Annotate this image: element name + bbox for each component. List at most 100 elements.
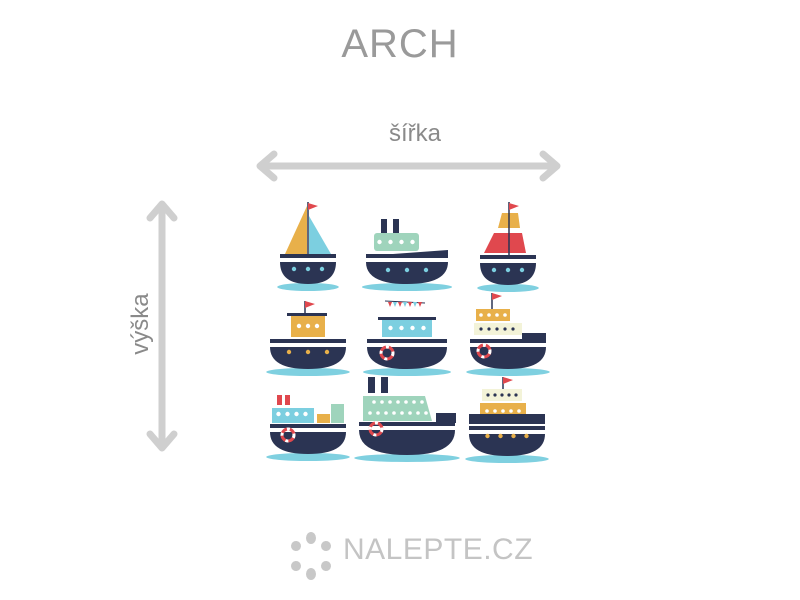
flag-icon [492,293,502,300]
funnel [381,377,388,393]
deck-rail [367,339,447,343]
porthole [507,393,511,397]
cabin [272,408,314,423]
hull [280,262,336,284]
cabin [374,233,419,251]
sail [309,216,331,254]
bunting-flag [393,302,397,307]
deck-rail [270,339,346,343]
porthole [421,325,426,331]
sailboat-yellow [277,202,339,291]
funnel [393,219,399,233]
porthole [505,267,511,273]
porthole [524,433,529,439]
porthole [503,313,507,317]
porthole [377,239,382,245]
porthole [495,327,499,331]
porthole [491,267,497,273]
deck-rail [359,422,455,426]
porthole [500,393,504,397]
porthole [305,349,311,355]
porthole [486,393,490,397]
lifebuoy-stripe [368,421,384,437]
porthole [388,400,392,404]
porthole [479,313,483,317]
flag-icon [509,203,519,210]
deck-rail [470,339,546,343]
porthole [319,266,325,272]
water [361,283,453,291]
height-arrow [146,200,178,452]
cargo [331,404,344,423]
porthole [296,323,302,329]
porthole [485,409,489,413]
cabin [382,320,432,337]
bunting-flag [388,302,392,307]
porthole [517,409,521,413]
porthole [493,393,497,397]
porthole [303,411,308,417]
funnel [277,395,282,405]
porthole [372,400,376,404]
porthole [416,411,420,415]
porthole [400,411,404,415]
water [465,455,549,463]
water [363,368,451,376]
deck-rail [469,426,545,430]
bunting-flag [413,302,417,307]
bunting-flag [408,302,412,307]
porthole [396,400,400,404]
stern [522,333,546,341]
brand-logo-icon [291,532,331,580]
porthole [368,411,372,415]
page-title: ARCH [341,22,459,66]
hull [367,347,447,369]
cargo-boat [266,395,350,461]
water [266,368,350,376]
porthole [410,239,415,245]
porthole [404,400,408,404]
porthole [514,393,518,397]
cruise-ship [354,377,460,462]
roof [378,317,436,320]
hull [480,263,536,285]
porthole [495,313,499,317]
porthole [399,325,404,331]
porthole [305,323,311,329]
porthole [511,327,515,331]
porthole [485,433,490,439]
deck-rail [366,254,448,258]
porthole [276,411,281,417]
sail [285,206,307,254]
cargo [317,414,330,423]
porthole [412,400,416,404]
width-arrow [256,150,561,182]
porthole [487,313,491,317]
porthole [420,400,424,404]
porthole [498,433,503,439]
flag-icon [503,377,513,384]
porthole [501,409,505,413]
porthole [487,327,491,331]
porthole [388,325,393,331]
porthole [503,327,507,331]
porthole [493,409,497,413]
steamship-mint [361,219,453,291]
sail [484,233,526,253]
porthole [294,411,299,417]
roof [287,313,327,316]
porthole [314,323,320,329]
porthole [305,266,311,272]
lifebuoy-stripe [379,345,395,361]
funnel [368,377,375,393]
deck-rail [480,255,536,259]
porthole [376,411,380,415]
bunting-flag [418,302,422,307]
flag-icon [308,203,318,210]
water [466,368,550,376]
porthole [423,267,429,273]
porthole [291,266,297,272]
hull [366,262,448,284]
funnel [381,219,387,233]
